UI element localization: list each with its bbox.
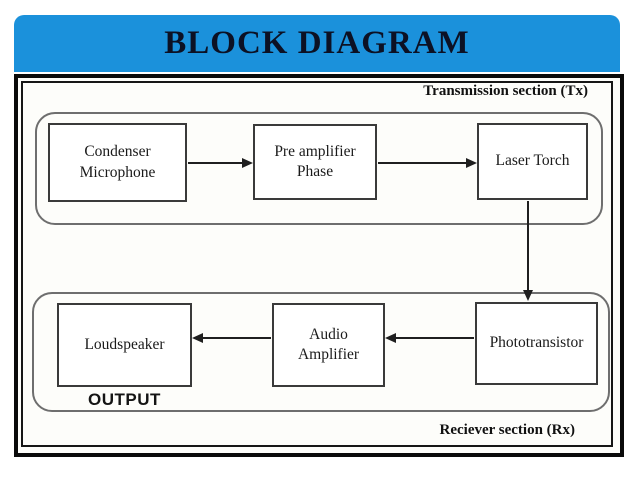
transmission-section-container <box>35 112 603 225</box>
page-title: BLOCK DIAGRAM <box>164 25 470 61</box>
block-condenser-microphone: Condenser Microphone <box>48 123 187 202</box>
output-label: OUTPUT <box>88 390 161 409</box>
block-audio-amplifier: Audio Amplifier <box>272 303 385 387</box>
transmission-section-label: Transmission section (Tx) <box>423 83 588 99</box>
title-banner: BLOCK DIAGRAM <box>14 15 620 72</box>
block-laser-torch: Laser Torch <box>477 123 588 200</box>
block-phototransistor: Phototransistor <box>475 302 598 385</box>
block-pre-amplifier-phase: Pre amplifier Phase <box>253 124 377 200</box>
receiver-section-container <box>32 292 610 412</box>
block-loudspeaker: Loudspeaker <box>57 303 192 387</box>
receiver-section-label: Reciever section (Rx) <box>439 422 576 438</box>
diagram-frame-inner-border <box>21 81 613 447</box>
